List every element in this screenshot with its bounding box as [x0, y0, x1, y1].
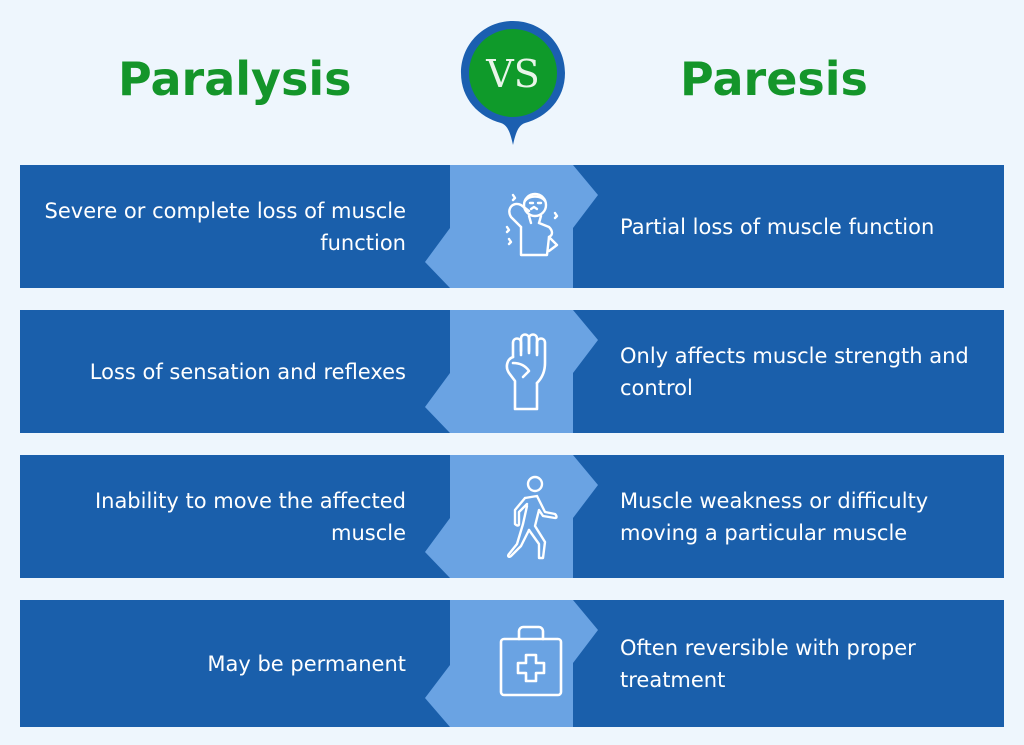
neck-pain-person-icon	[469, 165, 593, 288]
row-background	[20, 455, 1004, 578]
row-background	[20, 310, 1004, 433]
raised-fist-icon	[469, 310, 593, 433]
paresis-title: Paresis	[680, 52, 868, 106]
paresis-point-4: Often reversible with proper treatment	[620, 635, 916, 692]
vs-badge: VS	[461, 21, 565, 145]
vs-label: VS	[485, 52, 539, 96]
paralysis-point-4: May be permanent	[207, 651, 406, 676]
paralysis-point-1: Severe or complete loss of muscle functi…	[44, 198, 406, 255]
paralysis-title: Paralysis	[118, 52, 352, 106]
comparison-row-3: Inability to move the affected muscle Mu…	[20, 455, 1004, 578]
comparison-row-4: May be permanent Often reversible with p…	[20, 600, 1004, 727]
walking-person-icon	[469, 455, 593, 578]
paresis-point-3: Muscle weakness or difficulty moving a p…	[620, 488, 929, 545]
paresis-point-2: Only affects muscle strength and control	[620, 343, 969, 400]
paralysis-point-3: Inability to move the affected muscle	[94, 488, 406, 545]
comparison-row-2: Loss of sensation and reflexes Only affe…	[20, 310, 1004, 433]
paresis-point-1: Partial loss of muscle function	[620, 214, 935, 239]
row-background	[20, 165, 1004, 288]
comparison-row-1: Severe or complete loss of muscle functi…	[20, 165, 1004, 288]
first-aid-kit-icon	[469, 600, 593, 727]
paralysis-point-2: Loss of sensation and reflexes	[89, 359, 406, 384]
